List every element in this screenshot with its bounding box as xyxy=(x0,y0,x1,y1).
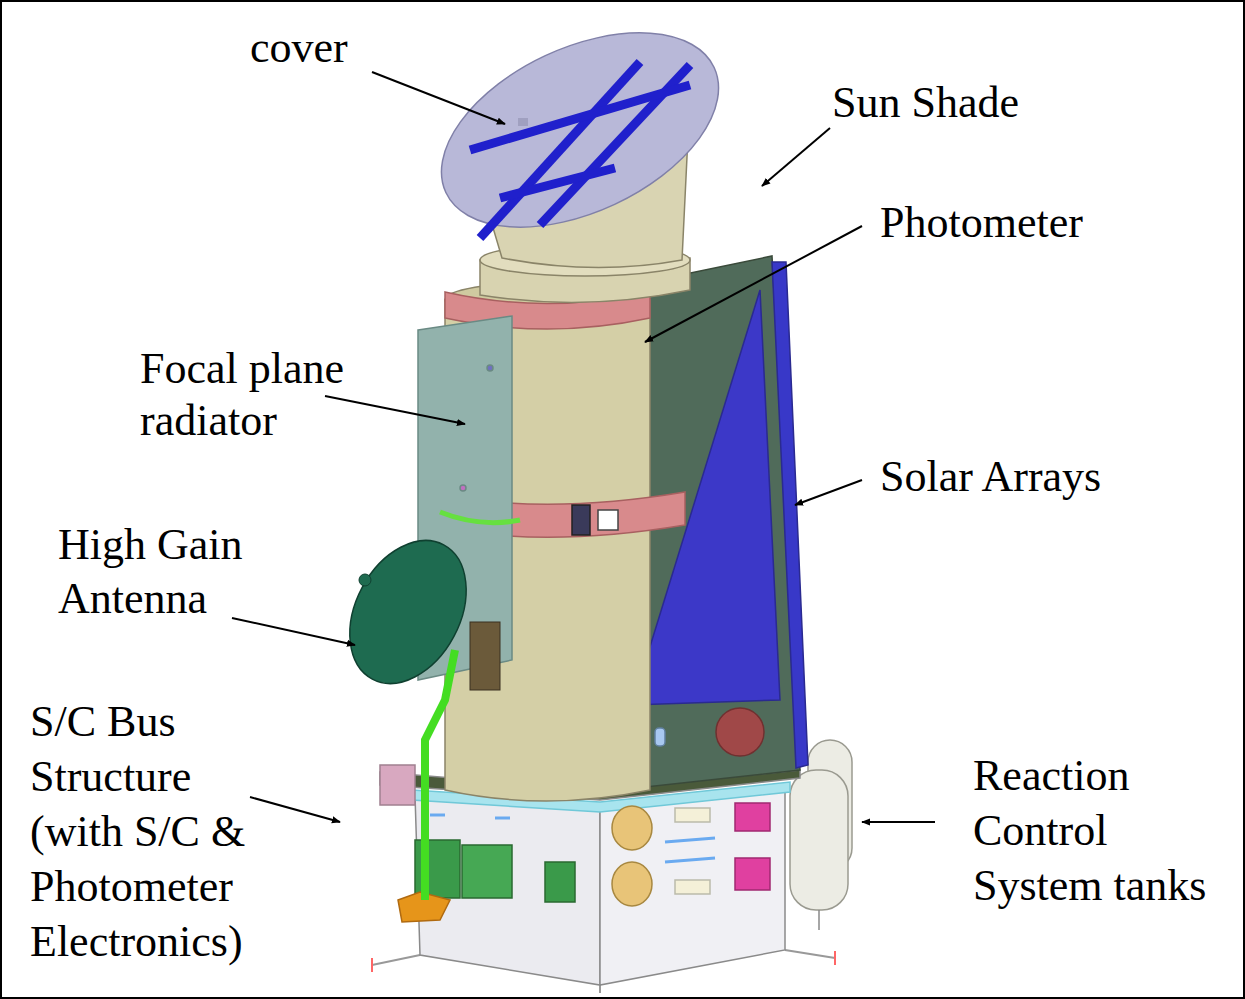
photometer-tube xyxy=(598,510,618,530)
bus-legs xyxy=(372,955,420,965)
leader-arrows xyxy=(645,226,862,342)
bus-structure xyxy=(612,862,652,906)
cover xyxy=(518,118,528,126)
bus-legs xyxy=(834,951,836,965)
leader-arrows xyxy=(250,797,340,822)
bus-legs xyxy=(599,985,601,993)
solar-array xyxy=(716,708,764,756)
part-label: S/C Bus Structure (with S/C & Photometer… xyxy=(30,694,258,969)
cover xyxy=(500,168,615,198)
bus-structure xyxy=(675,880,710,894)
bus-structure xyxy=(665,838,715,842)
high-gain-antenna xyxy=(326,520,500,900)
bus-structure xyxy=(735,803,770,831)
bus-structure xyxy=(665,858,715,862)
bus-structure xyxy=(462,845,512,898)
rcs-tanks xyxy=(790,770,848,910)
part-label: Sun Shade xyxy=(832,76,1092,130)
focal-plane-radiator xyxy=(460,485,466,491)
high-gain-antenna xyxy=(359,574,371,586)
bus-structure xyxy=(612,806,652,850)
bus-structure xyxy=(545,862,575,902)
photometer-tube xyxy=(572,505,590,535)
bus-structure xyxy=(430,814,445,817)
part-label: Photometer xyxy=(880,196,1170,250)
cover xyxy=(411,0,749,267)
solar-array xyxy=(772,262,808,768)
leader-arrows xyxy=(372,72,505,124)
bus-legs xyxy=(371,958,373,972)
bus-structure xyxy=(735,858,770,890)
part-label: High Gain Antenna xyxy=(58,518,278,626)
high-gain-antenna xyxy=(425,650,455,900)
cover xyxy=(470,85,690,150)
leader-arrows xyxy=(232,618,355,645)
bus-structure xyxy=(495,817,510,820)
bus-structure xyxy=(380,765,415,805)
leader-arrows xyxy=(762,128,830,186)
leader-arrows xyxy=(232,72,935,822)
high-gain-antenna xyxy=(326,520,489,703)
part-label: Focal plane radiator xyxy=(140,343,380,447)
bus-structure xyxy=(415,795,600,985)
part-label: cover xyxy=(250,21,410,75)
focal-plane-radiator xyxy=(487,365,493,371)
part-label: Solar Arrays xyxy=(880,450,1180,504)
focal-plane-radiator xyxy=(440,512,520,523)
leader-arrows xyxy=(862,821,935,823)
bus-structure xyxy=(675,808,710,822)
rcs-tanks xyxy=(818,910,820,930)
part-label: Reaction Control System tanks xyxy=(973,748,1221,913)
leader-arrows xyxy=(325,396,465,424)
cover xyxy=(411,0,749,267)
high-gain-antenna xyxy=(470,622,500,690)
bus-legs xyxy=(785,950,835,958)
leader-arrows xyxy=(795,480,862,505)
bus-structure xyxy=(600,788,785,985)
solar-array xyxy=(655,728,665,746)
